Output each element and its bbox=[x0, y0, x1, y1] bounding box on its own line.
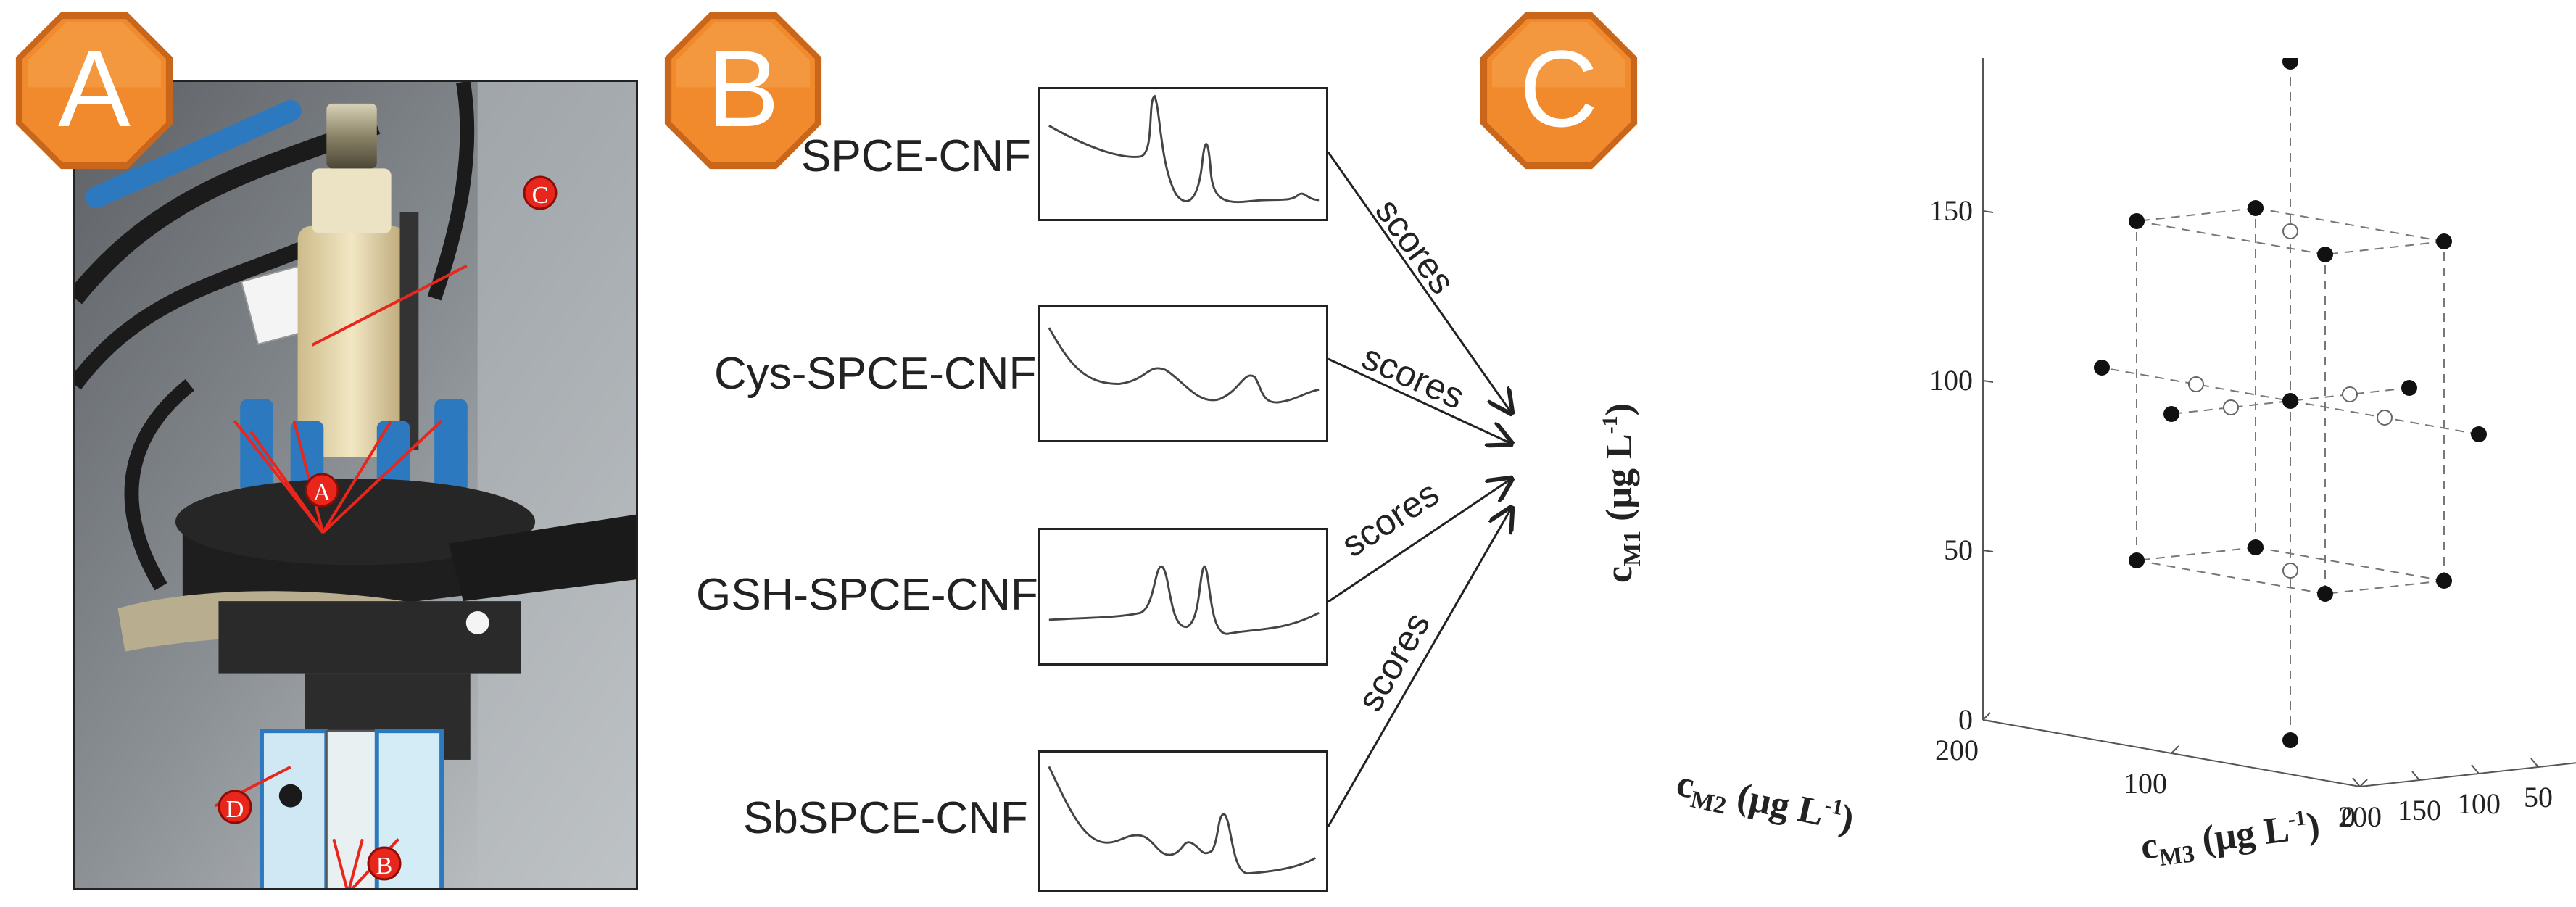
design-point-filled bbox=[2317, 586, 2333, 602]
z-tick-mark bbox=[1982, 210, 1994, 213]
electrode-label-sbspce-cnf: SbSPCE-CNF bbox=[743, 793, 1028, 843]
design-point-filled bbox=[2282, 732, 2298, 748]
marker-c: C bbox=[523, 175, 558, 210]
x-tick-label: 100 bbox=[2124, 767, 2167, 800]
y-axis-label: cM3 (μg L-1) bbox=[2138, 804, 2322, 874]
panel-badge-b: B bbox=[660, 7, 827, 174]
voltammogram-cys-spce-cnf bbox=[1038, 305, 1328, 442]
design-point-filled bbox=[2282, 58, 2298, 70]
design-point-open bbox=[2188, 376, 2204, 392]
z-tick-label: 100 bbox=[1929, 364, 1973, 397]
panel-letter-c: C bbox=[1519, 28, 1599, 149]
design-frame bbox=[2101, 62, 2480, 740]
star-axis-m3 bbox=[2171, 387, 2410, 415]
cube-edge bbox=[2255, 547, 2445, 581]
y-tick-mark bbox=[2530, 758, 2539, 768]
electrode-label-cys-spce-cnf: Cys-SPCE-CNF bbox=[714, 349, 1037, 399]
voltammogram-spce-cnf bbox=[1038, 87, 1328, 221]
z-tick-mark bbox=[1982, 380, 1994, 383]
design-point-filled bbox=[2094, 360, 2110, 376]
x-axis-label: cM2 (μg L-1) bbox=[1672, 762, 1858, 846]
z-tick-label: 0 bbox=[1958, 703, 1973, 736]
design-point-filled bbox=[2436, 233, 2452, 249]
design-point-filled bbox=[2163, 406, 2179, 422]
design-point-filled bbox=[2282, 393, 2298, 409]
z-axis-label: cM1 (μg L-1) bbox=[1598, 403, 1646, 583]
panel-badge-a: A bbox=[11, 7, 178, 174]
svg-text:B: B bbox=[376, 853, 393, 879]
y-tick-mark bbox=[2352, 777, 2361, 787]
design-point-open bbox=[2342, 386, 2358, 402]
z-tick-mark bbox=[1982, 550, 1994, 552]
plot-axes bbox=[1982, 58, 2576, 787]
z-tick-label: 150 bbox=[1929, 194, 1973, 227]
electrode-label-gsh-spce-cnf: GSH-SPCE-CNF bbox=[696, 570, 1038, 620]
design-point-filled bbox=[2248, 200, 2264, 216]
design-point-filled bbox=[2471, 426, 2487, 442]
z-tick-label: 50 bbox=[1944, 534, 1973, 566]
design-point-open bbox=[2223, 399, 2239, 415]
design-point-filled bbox=[2129, 552, 2145, 568]
x-tick-label: 200 bbox=[1935, 734, 1979, 766]
y-tick-label: 50 bbox=[2524, 781, 2553, 813]
design-point-filled bbox=[2317, 247, 2333, 262]
svg-text:C: C bbox=[532, 182, 549, 209]
z-tick-mark bbox=[1982, 719, 1994, 722]
cube-edge bbox=[2136, 560, 2326, 595]
y-tick-label: 100 bbox=[2457, 787, 2501, 820]
plot-ticks: 0501001502000100200050100150200 bbox=[1929, 194, 2553, 833]
experimental-design-plot: 0501001502000100200050100150200 cM1 (μg … bbox=[1566, 58, 2576, 907]
y-tick-label: 200 bbox=[2338, 800, 2382, 833]
marker-a: A bbox=[305, 473, 339, 508]
electrode-cell-photo bbox=[73, 80, 638, 890]
design-point-filled bbox=[2401, 380, 2417, 396]
design-point-filled bbox=[2248, 539, 2264, 555]
cube-edge bbox=[2136, 220, 2326, 255]
design-point-open bbox=[2282, 223, 2298, 239]
design-point-filled bbox=[2129, 213, 2145, 229]
x-tick-mark bbox=[2171, 745, 2179, 754]
voltammogram-sbspce-cnf bbox=[1038, 750, 1328, 892]
electrode-label-spce-cnf: SPCE-CNF bbox=[801, 131, 1031, 181]
cube-edge bbox=[2136, 547, 2256, 561]
cube-edge bbox=[2324, 580, 2445, 595]
design-point-open bbox=[2282, 563, 2298, 579]
marker-b: B bbox=[367, 846, 402, 881]
voltammogram-gsh-spce-cnf bbox=[1038, 528, 1328, 666]
y-tick-mark bbox=[2471, 764, 2480, 774]
y-tick-label: 150 bbox=[2398, 794, 2441, 827]
y-tick-mark bbox=[2411, 771, 2420, 781]
svg-text:A: A bbox=[313, 479, 331, 506]
design-points bbox=[2094, 58, 2487, 748]
star-axis-m2 bbox=[2101, 367, 2480, 435]
marker-d: D bbox=[218, 790, 252, 824]
panel-badge-c: C bbox=[1475, 7, 1642, 174]
x-tick-mark bbox=[2359, 779, 2368, 787]
design-point-filled bbox=[2436, 573, 2452, 589]
x-tick-label: 0 bbox=[2341, 800, 2356, 833]
svg-text:D: D bbox=[226, 796, 244, 823]
design-point-open bbox=[2377, 410, 2393, 426]
panel-letter-a: A bbox=[57, 28, 131, 149]
cube-edge bbox=[2324, 241, 2445, 255]
cube-edge bbox=[2136, 207, 2256, 222]
cube-edge bbox=[2255, 207, 2445, 242]
x-tick-mark bbox=[1982, 712, 1991, 721]
panel-letter-b: B bbox=[706, 28, 780, 149]
